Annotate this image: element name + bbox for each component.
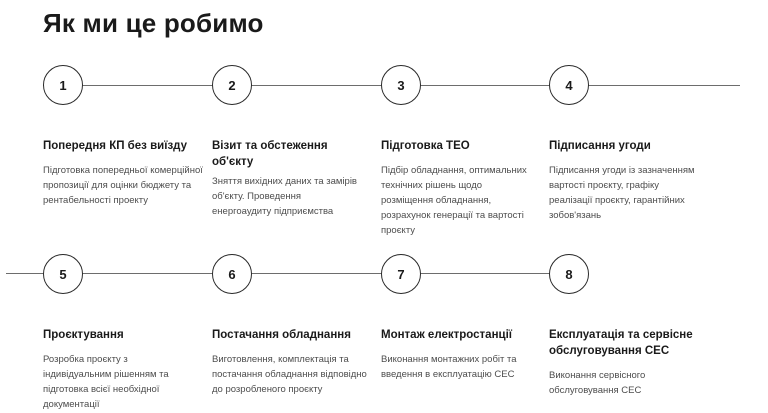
step-title: Підготовка ТЕО [381, 140, 470, 152]
step-description: Підготовка попередньої комерційної пропо… [43, 165, 203, 206]
step-description: Розробка проєкту з індивідуальним рішенн… [43, 354, 169, 410]
step-number-circle: 5 [43, 254, 83, 294]
step-title: Експлуатація та сервісне обслуговування … [549, 329, 693, 357]
step-7: 7 Монтаж електростанції Виконання монтаж… [381, 254, 541, 382]
step-description: Підписання угоди із зазначенням вартості… [549, 165, 695, 221]
step-number-circle: 7 [381, 254, 421, 294]
step-2: 2 Візит та обстеження об'єкту Зняття вих… [212, 65, 372, 219]
step-title: Проєктування [43, 329, 124, 341]
step-number-circle: 4 [549, 65, 589, 105]
step-number-circle: 3 [381, 65, 421, 105]
step-description: Підбір обладнання, оптимальних технічних… [381, 165, 527, 236]
step-title: Візит та обстеження об'єкту [212, 140, 328, 168]
step-6: 6 Постачання обладнання Виготовлення, ко… [212, 254, 372, 397]
step-1: 1 Попередня КП без виїзду Підготовка поп… [43, 65, 203, 208]
section-title: Як ми це робимо [43, 8, 264, 38]
step-number-circle: 8 [549, 254, 589, 294]
step-8: 8 Експлуатація та сервісне обслуговуванн… [549, 254, 709, 398]
step-title: Постачання обладнання [212, 329, 351, 341]
step-4: 4 Підписання угоди Підписання угоди із з… [549, 65, 709, 223]
step-number-circle: 2 [212, 65, 252, 105]
step-description: Виконання сервісного обслуговування СЕС [549, 370, 646, 396]
step-number-circle: 1 [43, 65, 83, 105]
step-title: Попередня КП без виїзду [43, 140, 188, 152]
timeline-line-row-2 [6, 273, 586, 274]
step-5: 5 Проєктування Розробка проєкту з індиві… [43, 254, 203, 412]
step-description: Виконання монтажних робіт та введення в … [381, 354, 517, 380]
step-title: Підписання угоди [549, 140, 651, 152]
step-description: Зняття вихідних даних та замірів об'єкту… [212, 176, 357, 217]
step-title: Монтаж електростанції [381, 329, 513, 341]
step-number-circle: 6 [212, 254, 252, 294]
step-description: Виготовлення, комплектація та постачання… [212, 354, 367, 395]
step-3: 3 Підготовка ТЕО Підбір обладнання, опти… [381, 65, 541, 238]
